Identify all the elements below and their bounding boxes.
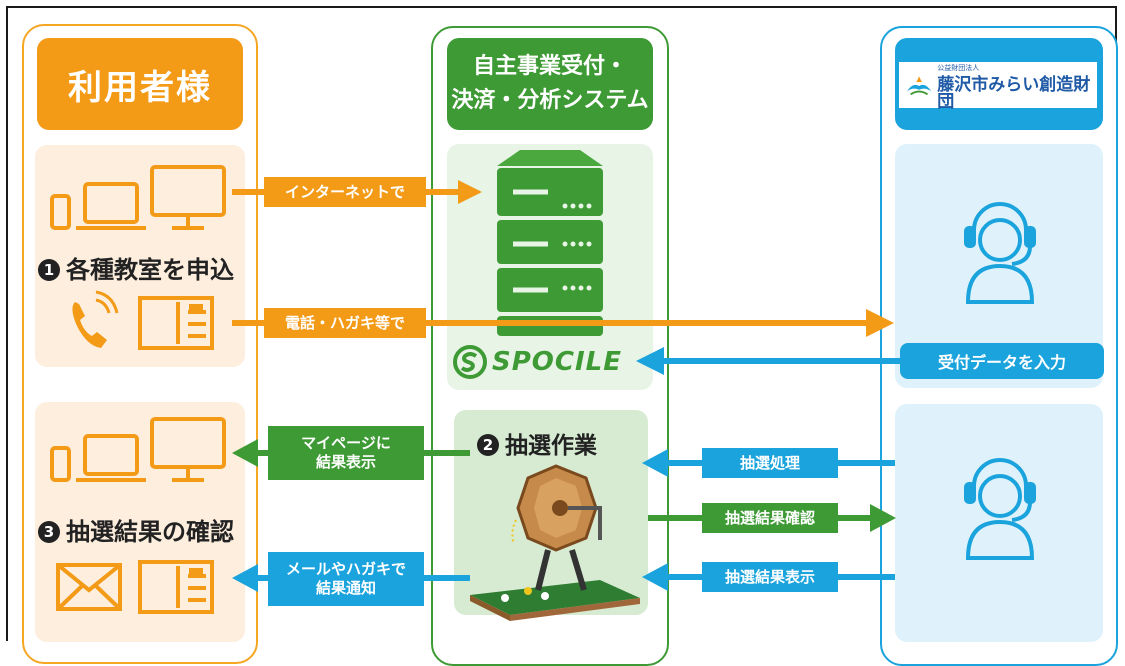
lottery-process-label: 抽選処理 — [702, 448, 838, 478]
step-result: 3 抽選結果の確認 — [38, 512, 234, 547]
enter-data-label: 受付データを入力 — [900, 343, 1104, 379]
mail-label-line2: 結果通知 — [315, 579, 376, 597]
foundation-logo-icon — [906, 76, 932, 96]
mypage-label: マイページに 結果表示 — [268, 426, 424, 480]
step-lottery: 2 抽選作業 — [477, 426, 597, 460]
system-title-line2: 決済・分析システム — [451, 88, 649, 113]
postcard-icon — [138, 296, 214, 350]
phone-postcard-label: 電話・ハガキ等で — [264, 308, 426, 338]
postcard-icon-2 — [138, 560, 214, 614]
operator-icon-2 — [964, 458, 1036, 560]
system-header: 自主事業受付・ 決済・分析システム — [447, 38, 653, 130]
laptop-icon — [76, 182, 146, 230]
mail-label-line1: メールやハガキで — [285, 560, 406, 578]
server-icon — [497, 150, 603, 336]
step-apply: 1 各種教室を申込 — [38, 250, 234, 285]
smartphone-icon — [50, 194, 71, 230]
mail-icon — [56, 563, 122, 611]
organization-name: 公益財団法人 藤沢市みらい創造財団 — [937, 60, 1097, 111]
lottery-machine-icon — [470, 464, 640, 621]
step-lottery-number: 2 — [477, 434, 499, 456]
user-header: 利用者様 — [37, 38, 243, 130]
smartphone-icon-2 — [50, 446, 71, 482]
step-apply-number: 1 — [38, 259, 60, 281]
monitor-icon-2 — [150, 417, 226, 482]
user-title: 利用者様 — [68, 67, 212, 108]
organization-logo: 公益財団法人 藤沢市みらい創造財団 — [899, 60, 1097, 111]
spocile-brand-name: SPOCILE — [492, 347, 622, 377]
input-data-arrow — [636, 347, 900, 375]
mypage-label-line1: マイページに — [301, 434, 391, 452]
step-lottery-label: 抽選作業 — [505, 433, 597, 459]
internet-label: インターネットで — [264, 177, 426, 207]
step-result-label: 抽選結果の確認 — [66, 518, 234, 546]
diagram-arrows-and-icons — [50, 150, 1036, 621]
monitor-icon — [150, 165, 226, 230]
phone-icon — [72, 290, 119, 348]
lottery-confirm-label: 抽選結果確認 — [702, 503, 838, 533]
system-title-line1: 自主事業受付・ — [472, 54, 627, 79]
lottery-display-label: 抽選結果表示 — [702, 562, 838, 592]
step-result-number: 3 — [38, 521, 60, 543]
operator-icon — [964, 202, 1036, 304]
organization-type: 公益財団法人 — [937, 63, 980, 72]
spocile-mark-icon — [453, 345, 487, 379]
spocile-logo: SPOCILE — [452, 342, 648, 382]
mypage-label-line2: 結果表示 — [315, 453, 376, 471]
mail-label: メールやハガキで 結果通知 — [268, 552, 424, 606]
laptop-icon-2 — [76, 434, 146, 482]
step-apply-label: 各種教室を申込 — [66, 256, 234, 284]
organization-name-text: 藤沢市みらい創造財団 — [937, 74, 1091, 112]
